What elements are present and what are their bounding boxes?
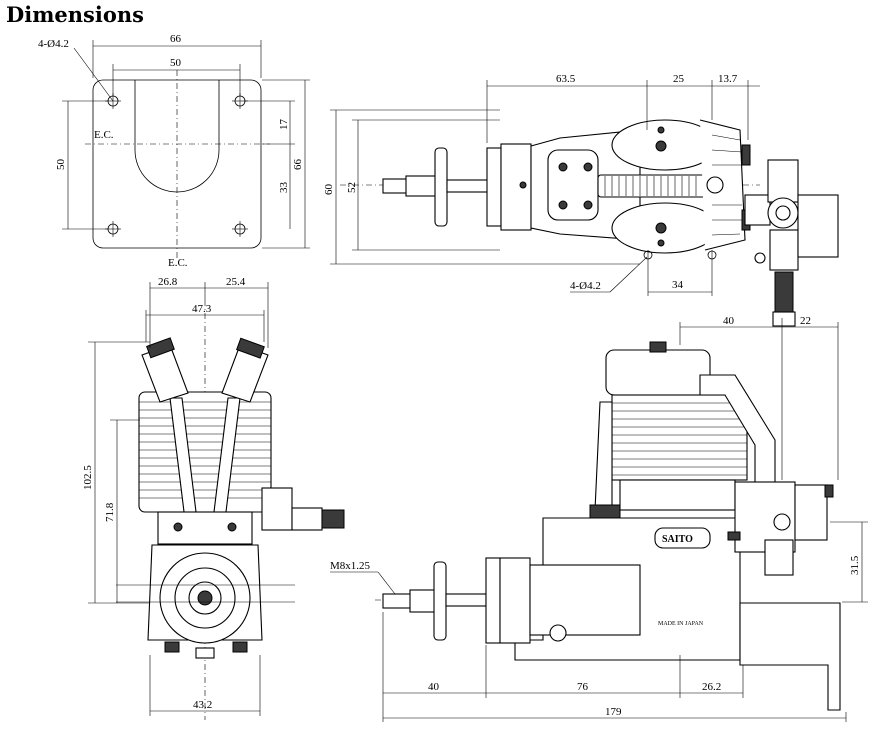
cooling-fins-front — [139, 401, 271, 499]
leader-line — [377, 571, 396, 595]
hole-callout: 4-Ø4.2 — [38, 38, 69, 50]
rocker-cover — [605, 349, 711, 396]
leader-line — [73, 47, 114, 102]
pushrod-side — [594, 401, 613, 511]
dim-label: 33 — [278, 182, 290, 194]
thread-callout: M8x1.25 — [330, 560, 371, 572]
drive-hub — [486, 147, 502, 227]
page-title: Dimensions — [6, 2, 144, 27]
front-housing — [500, 143, 532, 231]
carburetor-front — [261, 487, 293, 531]
hole-callout: 4-Ø4.2 — [570, 280, 601, 292]
dim-label: 26.8 — [158, 276, 178, 288]
cylinder-side — [611, 394, 748, 481]
dim-label: 43.2 — [193, 699, 212, 711]
brand-label: SAITO — [662, 534, 693, 545]
drive-hub-side — [485, 557, 501, 644]
dim-label: 66 — [170, 33, 182, 45]
dim-label: 50 — [170, 57, 182, 69]
dim-label: 25 — [673, 73, 685, 85]
leader-line — [609, 256, 648, 293]
prop-washer — [434, 147, 448, 227]
dim-label: 76 — [577, 681, 589, 693]
dim-label: 34 — [672, 279, 684, 291]
brand-plate — [654, 527, 711, 549]
engine-top-view: 63.5 25 13.7 60 52 34 4-Ø4.2 — [323, 73, 839, 327]
dim-label: 47.3 — [192, 303, 212, 315]
dim-label: 26.2 — [702, 681, 721, 693]
dim-label: 66 — [292, 159, 304, 171]
dim-label: 25.4 — [226, 276, 246, 288]
mount-flange — [739, 602, 841, 711]
dim-label: 71.8 — [104, 502, 116, 522]
carburetor-body — [744, 194, 771, 226]
dim-label: 31.5 — [849, 555, 861, 575]
dim-label: 17 — [278, 119, 290, 131]
dim-label: 63.5 — [556, 73, 576, 85]
ec-label: E.C. — [168, 257, 188, 269]
dim-label: 102.5 — [82, 465, 94, 490]
dim-label: 52 — [346, 182, 358, 193]
cooling-fins-top — [604, 176, 697, 196]
dim-label: 50 — [55, 159, 67, 171]
cooling-fins-side — [612, 402, 747, 476]
mount-plate-view: 66 50 50 17 33 66 4-Ø4.2 E.C. E.C. — [38, 33, 310, 269]
dim-label: 40 — [723, 315, 735, 327]
needle-valve — [774, 271, 794, 313]
ec-label: E.C. — [94, 129, 114, 141]
dim-label: 22 — [800, 315, 811, 327]
dim-label: 40 — [428, 681, 440, 693]
carburetor — [767, 159, 799, 203]
dim-label: 179 — [605, 706, 622, 718]
origin-label: MADE IN JAPAN — [658, 621, 704, 627]
dim-label: 60 — [323, 184, 335, 196]
engine-side-view: SAITO MADE IN JAPAN 40 22 — [330, 315, 868, 722]
dim-label: 13.7 — [718, 73, 738, 85]
prop-shaft-side — [382, 593, 414, 609]
engine-front-view: 26.8 25.4 47.3 102.5 71.8 43.2 — [82, 276, 345, 720]
